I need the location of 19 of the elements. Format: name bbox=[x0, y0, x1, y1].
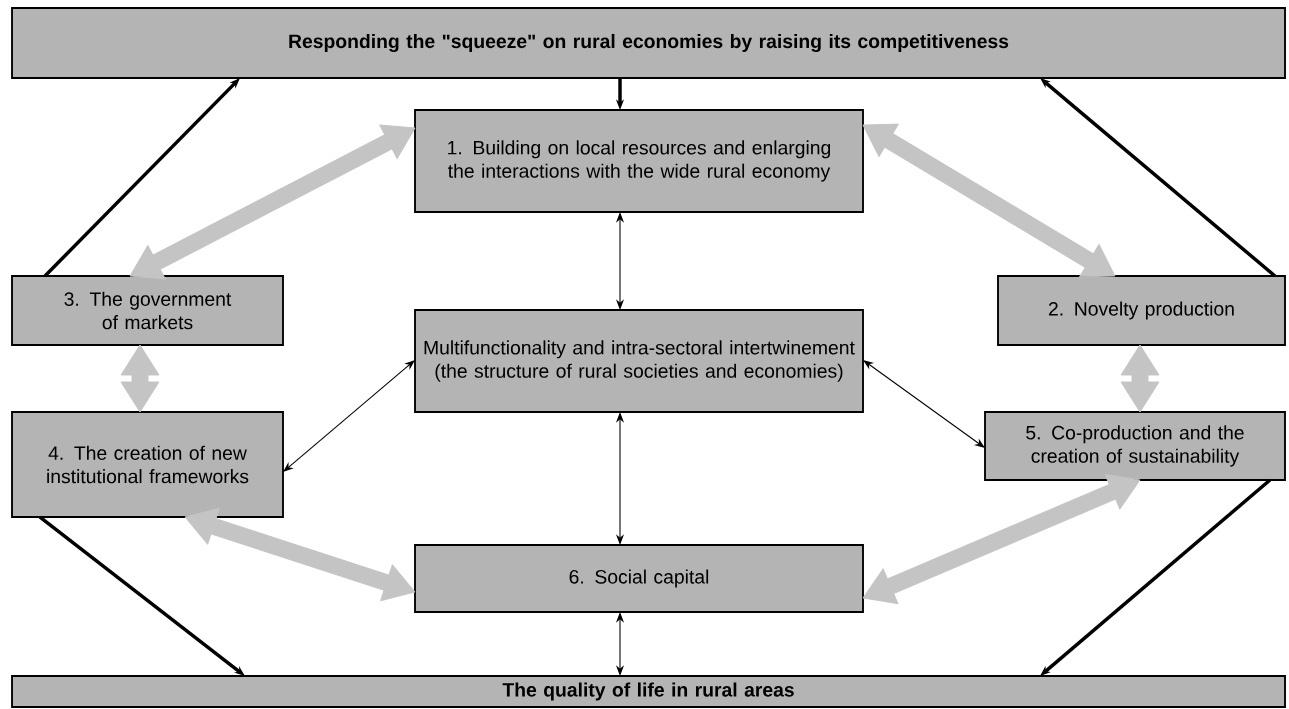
block-arrow bbox=[120, 344, 160, 413]
thick-arrow bbox=[43, 78, 240, 278]
process-box: 3. The government of markets bbox=[11, 275, 284, 346]
process-box: 6. Social capital bbox=[414, 544, 864, 613]
heading-box: The quality of life in rural areas bbox=[11, 675, 1286, 708]
process-box: 1. Building on local resources and enlarging the interactions with the wide rural economy bbox=[414, 109, 864, 213]
block-arrow bbox=[862, 123, 1116, 278]
block-arrow bbox=[1120, 344, 1160, 413]
arrow bbox=[615, 412, 625, 545]
arrow bbox=[863, 360, 985, 448]
block-arrow bbox=[129, 124, 416, 280]
block-arrow bbox=[184, 507, 416, 602]
process-box: Multifunctionality and intra-sectoral intertwinement (the structure of rural societies and economies) bbox=[414, 309, 864, 413]
process-box: 5. Co-production and the creation of sustainability bbox=[984, 411, 1286, 481]
arrow bbox=[283, 360, 415, 472]
process-box: 4. The creation of new institutional frameworks bbox=[11, 411, 284, 518]
process-box: 2. Novelty production bbox=[997, 275, 1286, 346]
block-arrow bbox=[862, 473, 1141, 605]
heading-box: Responding the "squeeze" on rural economies by raising its competitiveness bbox=[11, 7, 1286, 79]
